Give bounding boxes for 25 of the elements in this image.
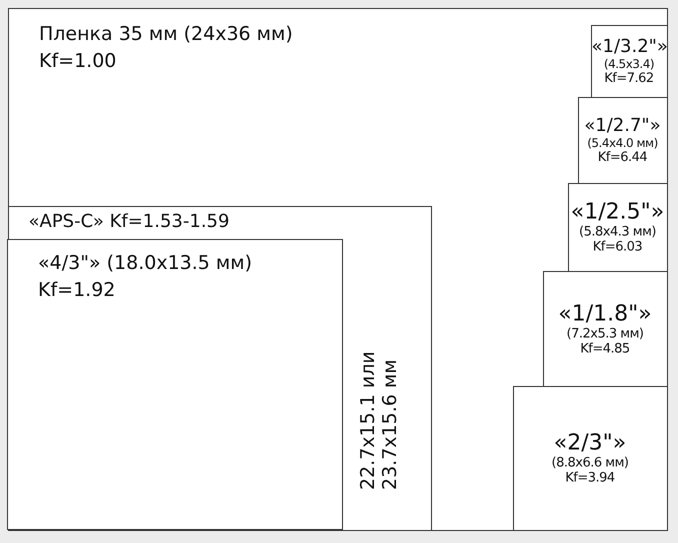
sensor-dimensions: (4.5x3.4) bbox=[602, 57, 656, 71]
film-frame bbox=[8, 8, 668, 531]
sensor-dimensions: (7.2x5.3 мм) bbox=[566, 326, 644, 341]
crop-factor: Kf=1.00 bbox=[39, 50, 116, 72]
format-title: «1/1.8"» bbox=[557, 301, 653, 326]
crop-factor: Kf=1.92 bbox=[38, 279, 116, 301]
crop-factor: Kf=6.03 bbox=[592, 240, 644, 254]
format-title: «1/2.5"» bbox=[570, 200, 666, 224]
format-title: «4/3"» (18.0x13.5 мм) bbox=[38, 252, 252, 274]
crop-factor: Kf=7.62 bbox=[603, 71, 655, 86]
sensor-dimensions: (5.8x4.3 мм) bbox=[578, 224, 657, 240]
format-title: «1/2.7"» bbox=[583, 115, 662, 136]
format-title: Пленка 35 мм (24x36 мм) bbox=[39, 23, 293, 45]
sensor-frame bbox=[590, 24, 668, 98]
crop-factor: Kf=3.94 bbox=[564, 470, 616, 486]
format-title: «1/3.2"» bbox=[592, 36, 666, 57]
crop-factor: Kf=4.85 bbox=[579, 341, 631, 356]
sensor-frame bbox=[7, 239, 343, 530]
crop-factor: Kf=6.44 bbox=[596, 150, 648, 165]
sensor-frame bbox=[8, 206, 432, 530]
dimension-text: 22.7x15.1 или 23.7x15.6 мм bbox=[356, 350, 400, 490]
format-title: «2/3"» bbox=[552, 430, 628, 456]
sensor-dimensions: (5.4x4.0 мм) bbox=[586, 136, 659, 150]
sensor-dimensions: (8.8x6.6 мм) bbox=[550, 456, 630, 470]
format-title: «APS-C» Kf=1.53-1.59 bbox=[28, 210, 230, 232]
